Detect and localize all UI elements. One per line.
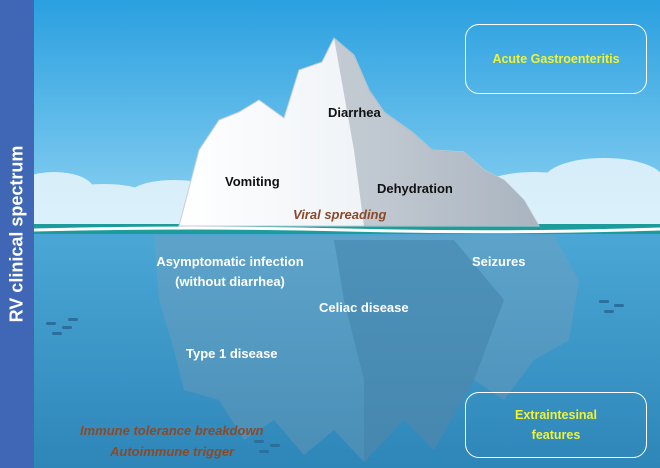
label-seizures: Seizures — [472, 254, 526, 269]
iceberg-shadow — [334, 38, 539, 226]
label-viral-spreading: Viral spreading — [293, 207, 387, 222]
submerged-iceberg-shade — [334, 240, 504, 462]
label-immune-tolerance: Immune tolerance breakdown — [80, 423, 264, 438]
fish-school-bottom — [254, 440, 280, 453]
fish-school-left — [46, 318, 78, 335]
box-extraintestinal: Extraintesinal features — [465, 392, 647, 458]
box-acute-gastroenteritis: Acute Gastroenteritis — [465, 24, 647, 94]
iceberg-scene — [34, 0, 660, 468]
label-asymptomatic: Asymptomatic infection (without diarrhea… — [156, 254, 304, 289]
sidebar: RV clinical spectrum — [0, 0, 34, 468]
label-autoimmune: Autoimmune trigger — [110, 444, 235, 459]
label-dehydration: Dehydration — [377, 181, 453, 196]
label-diarrhea: Diarrhea — [328, 105, 381, 120]
label-vomiting: Vomiting — [225, 174, 280, 189]
fish-school-right — [599, 300, 624, 313]
waterline — [34, 226, 660, 234]
label-celiac: Celiac disease — [319, 300, 409, 315]
sidebar-title: RV clinical spectrum — [6, 145, 27, 323]
label-type1: Type 1 disease — [186, 346, 278, 361]
